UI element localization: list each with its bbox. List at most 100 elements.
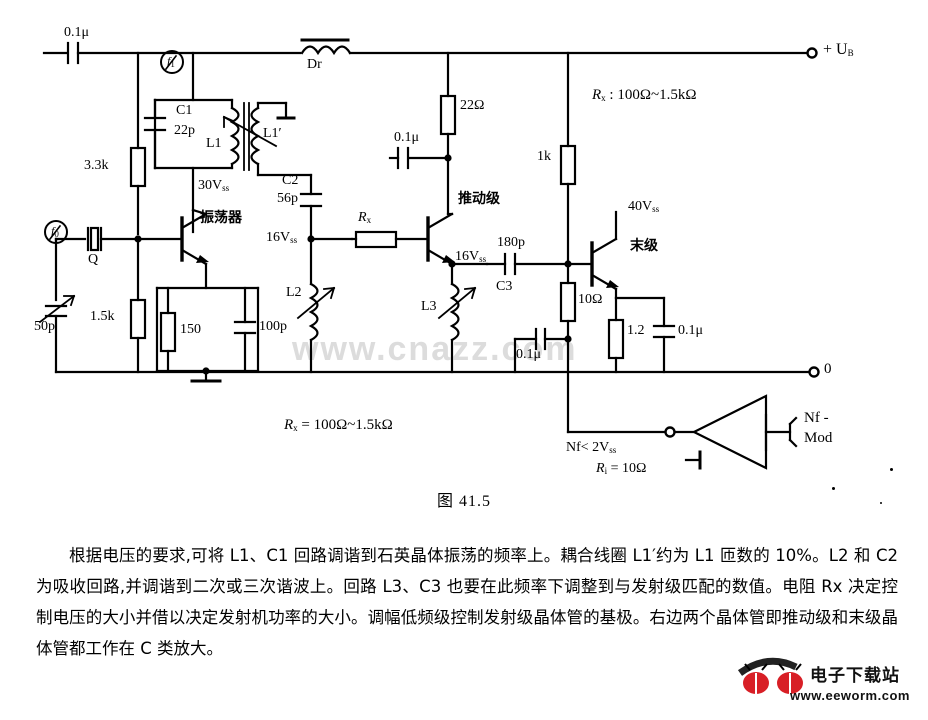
label-stage-oscillator: 振荡器 bbox=[200, 210, 242, 226]
resistor-1k-body bbox=[559, 144, 577, 186]
logo-graphic bbox=[737, 657, 803, 694]
l2-arrow-head-a bbox=[323, 287, 335, 290]
logo-swoosh bbox=[737, 657, 798, 676]
l2-tuning-arrow bbox=[296, 286, 336, 320]
l3-arrow-head-a bbox=[464, 287, 476, 290]
logo-bug-2-antenna-a bbox=[778, 663, 785, 671]
note-rx-range-bottom: Rx = 100Ω~1.5kΩ bbox=[284, 417, 393, 433]
label-modulator-output-line2: Mod bbox=[804, 430, 833, 446]
label-l1: L1 bbox=[206, 136, 222, 151]
testpoint-f0-probe bbox=[48, 224, 62, 241]
label-cap-50p: 50p bbox=[34, 319, 55, 334]
logo-site-name: 电子下载站 bbox=[810, 666, 900, 686]
label-cap-0u1-emitter: 0.1μ bbox=[678, 323, 704, 338]
label-crystal: Q bbox=[88, 252, 99, 267]
label-voltage-final-base: 40Vss bbox=[628, 199, 660, 214]
label-voltage-driver-collector: 16Vss bbox=[455, 249, 487, 264]
osc-transistor-collector bbox=[180, 212, 208, 230]
label-resistor-22ohm: 22Ω bbox=[460, 98, 485, 113]
label-c3-value: 180p bbox=[497, 235, 525, 250]
node-22ohm-decouple bbox=[444, 154, 452, 162]
label-c1-value: 22p bbox=[174, 123, 195, 138]
resistor-1u2-body bbox=[607, 318, 625, 360]
modulator-amplifier-triangle bbox=[691, 394, 768, 470]
logo-site-url: www.eeworm.com bbox=[790, 688, 910, 703]
resistor-22ohm-body bbox=[439, 94, 457, 136]
caption-prefix: 图 bbox=[436, 491, 454, 510]
label-terminal-ground: 0 bbox=[824, 361, 832, 377]
label-testpoint-f0: f0 bbox=[51, 224, 59, 239]
label-resistor-150: 150 bbox=[180, 322, 201, 337]
terminal-ub bbox=[806, 47, 818, 59]
node-driver-emitter bbox=[448, 260, 456, 268]
label-resistor-1k5: 1.5k bbox=[90, 309, 115, 324]
testpoint-f1-circle bbox=[160, 50, 184, 74]
figure-caption: 图 41.5 bbox=[0, 487, 928, 511]
resistor-rx-body bbox=[354, 230, 398, 249]
l3-arrow-head-b bbox=[470, 286, 477, 300]
label-resistor-3k3: 3.3k bbox=[84, 158, 109, 173]
terminal-nf-input bbox=[664, 426, 676, 438]
label-l2: L2 bbox=[286, 285, 302, 300]
wire-collector-join bbox=[191, 208, 208, 216]
label-testpoint-f1: f1 bbox=[167, 54, 175, 69]
label-l1-prime: L1′ bbox=[263, 126, 282, 141]
scan-speck-2 bbox=[832, 487, 835, 490]
label-dr: Dr bbox=[307, 57, 322, 72]
label-rx: Rx bbox=[358, 210, 372, 225]
amp-out-terminal-v2 bbox=[788, 438, 798, 448]
label-cap-0u1-base: 0.1μ bbox=[516, 347, 542, 362]
label-modulator-output-line1: Nf - bbox=[804, 410, 829, 426]
site-logo-watermark: 电子下载站 www.eeworm.com bbox=[732, 639, 922, 715]
label-c2: C2 bbox=[282, 173, 299, 188]
circuit-schematic bbox=[38, 38, 820, 470]
testpoint-f1-probe bbox=[164, 54, 178, 71]
l2-arrow-head-b bbox=[329, 286, 336, 300]
logo-bug-2-antenna-b bbox=[795, 663, 802, 671]
amp-out-terminal-v1 bbox=[788, 416, 798, 426]
logo-bug-1-antenna-b bbox=[761, 663, 768, 671]
body-paragraph: 根据电压的要求,可将 L1、C1 回路调谐到石英晶体振荡的频率上。耦合线圈 L1… bbox=[36, 546, 898, 658]
label-terminal-ub: + UB bbox=[823, 41, 854, 58]
l1-coil bbox=[229, 106, 240, 166]
label-voltage-c2-node: 16Vss bbox=[266, 230, 298, 245]
tuning-arrow-head-b bbox=[222, 115, 235, 123]
label-cap-100p: 100p bbox=[259, 319, 287, 334]
label-stage-driver: 推动级 bbox=[458, 191, 500, 207]
scan-speck-3 bbox=[880, 502, 882, 504]
caption-number: 41.5 bbox=[459, 493, 491, 510]
label-resistor-1u2: 1.2 bbox=[627, 323, 645, 338]
l2-coil bbox=[308, 282, 319, 342]
resistor-3k3-body bbox=[129, 146, 147, 188]
label-c2-value: 56p bbox=[277, 191, 298, 206]
label-voltage-osc-collector: 30Vss bbox=[198, 178, 230, 193]
resistor-150-body bbox=[159, 311, 177, 353]
note-rx-range-top: Rx : 100Ω~1.5kΩ bbox=[592, 87, 697, 103]
label-c3: C3 bbox=[496, 279, 513, 294]
label-resistor-1k: 1k bbox=[537, 149, 551, 164]
label-stage-final: 末级 bbox=[630, 238, 658, 254]
l3-tuning-arrow bbox=[437, 286, 477, 320]
note-ri-value: Ri = 10Ω bbox=[596, 461, 647, 476]
logo-bug-1-antenna-a bbox=[744, 663, 751, 671]
c50p-trim-arrow bbox=[38, 294, 76, 324]
note-nf-limit: Nf< 2Vss bbox=[566, 440, 617, 455]
final-transistor-collector bbox=[590, 237, 618, 255]
xtal-body bbox=[89, 226, 100, 252]
node-base-cap bbox=[564, 335, 572, 343]
label-c1: C1 bbox=[176, 103, 193, 118]
body-text-block: 根据电压的要求,可将 L1、C1 回路调谐到石英晶体振荡的频率上。耦合线圈 L1… bbox=[36, 540, 898, 664]
label-l3: L3 bbox=[421, 299, 437, 314]
resistor-1k5-body bbox=[129, 298, 147, 340]
terminal-ground bbox=[808, 366, 820, 378]
label-cap-input: 0.1μ bbox=[64, 25, 90, 40]
final-transistor-emitter-arrow bbox=[606, 280, 619, 288]
c50p-arrow-head-b bbox=[69, 294, 76, 307]
resistor-10ohm-body bbox=[559, 281, 577, 323]
osc-transistor-emitter-arrow bbox=[196, 255, 209, 263]
dr-coil bbox=[300, 45, 352, 56]
label-resistor-10ohm: 10Ω bbox=[578, 292, 603, 307]
l3-coil bbox=[449, 282, 460, 342]
scan-speck-1 bbox=[890, 468, 893, 471]
